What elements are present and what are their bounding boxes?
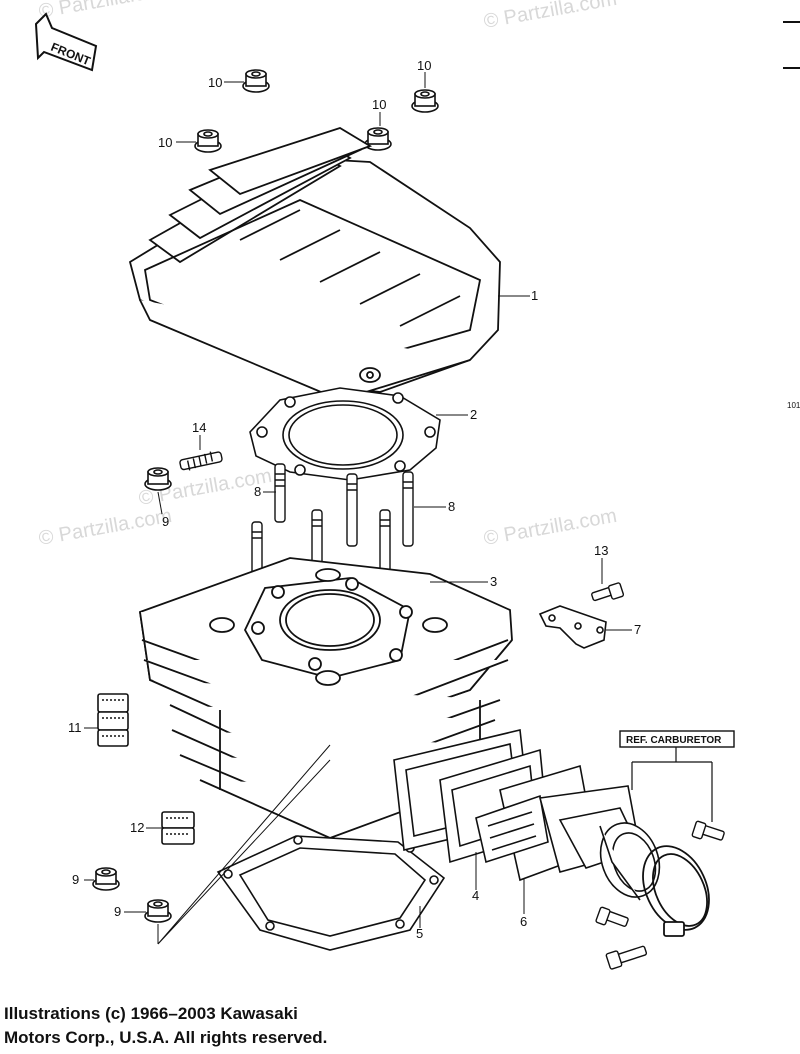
cylinder-block [139, 557, 513, 839]
callout-13: 13 [594, 543, 608, 558]
callout-7: 7 [634, 622, 641, 637]
callout-3: 3 [490, 574, 497, 589]
screw-icon [595, 820, 725, 970]
ref-carburetor-label: REF. CARBURETOR [626, 735, 722, 746]
ref-carburetor: REF. CARBURETOR [619, 730, 735, 822]
bracket [538, 605, 607, 649]
watermark: © Partzilla.com [482, 0, 619, 33]
flange-nut-icon [194, 69, 439, 153]
watermark: © Partzilla.com [37, 0, 174, 23]
callout-9: 9 [114, 904, 121, 919]
callout-9: 9 [72, 872, 79, 887]
base-gasket [216, 835, 446, 951]
callout-6: 6 [520, 914, 527, 929]
cylinder-head [128, 127, 501, 401]
callout-10: 10 [372, 97, 386, 112]
callout-14: 14 [192, 420, 206, 435]
callout-10: 10 [158, 135, 172, 150]
copyright-footer: Illustrations (c) 1966–2003 Kawasaki Mot… [4, 1002, 327, 1050]
callout-9: 9 [162, 514, 169, 529]
callout-5: 5 [416, 926, 423, 941]
bolt-icon [591, 582, 625, 602]
callout-2: 2 [470, 407, 477, 422]
callout-8: 8 [448, 499, 455, 514]
copyright-line-1: Illustrations (c) 1966–2003 Kawasaki [4, 1004, 298, 1023]
intake-manifold [538, 785, 661, 901]
head-gasket [249, 387, 441, 481]
leader-lines [84, 72, 632, 945]
callout-10: 10 [208, 75, 222, 90]
stud-bolt-icon [251, 463, 414, 595]
page-code: 101 [787, 401, 800, 410]
callout-4: 4 [472, 888, 479, 903]
callout-1: 1 [531, 288, 538, 303]
callout-10: 10 [417, 58, 431, 73]
stud-bolt-icon [179, 451, 223, 471]
watermark: © Partzilla.com [37, 505, 174, 550]
hose-clamp [642, 845, 710, 937]
callout-11: 11 [68, 720, 82, 735]
callout-12: 12 [130, 820, 144, 835]
callout-8: 8 [254, 484, 261, 499]
flange-nut-icon [92, 467, 172, 923]
copyright-line-2: Motors Corp., U.S.A. All rights reserved… [4, 1028, 328, 1047]
front-arrow-icon: FRONT [34, 12, 98, 72]
rubber-damper [97, 693, 195, 845]
